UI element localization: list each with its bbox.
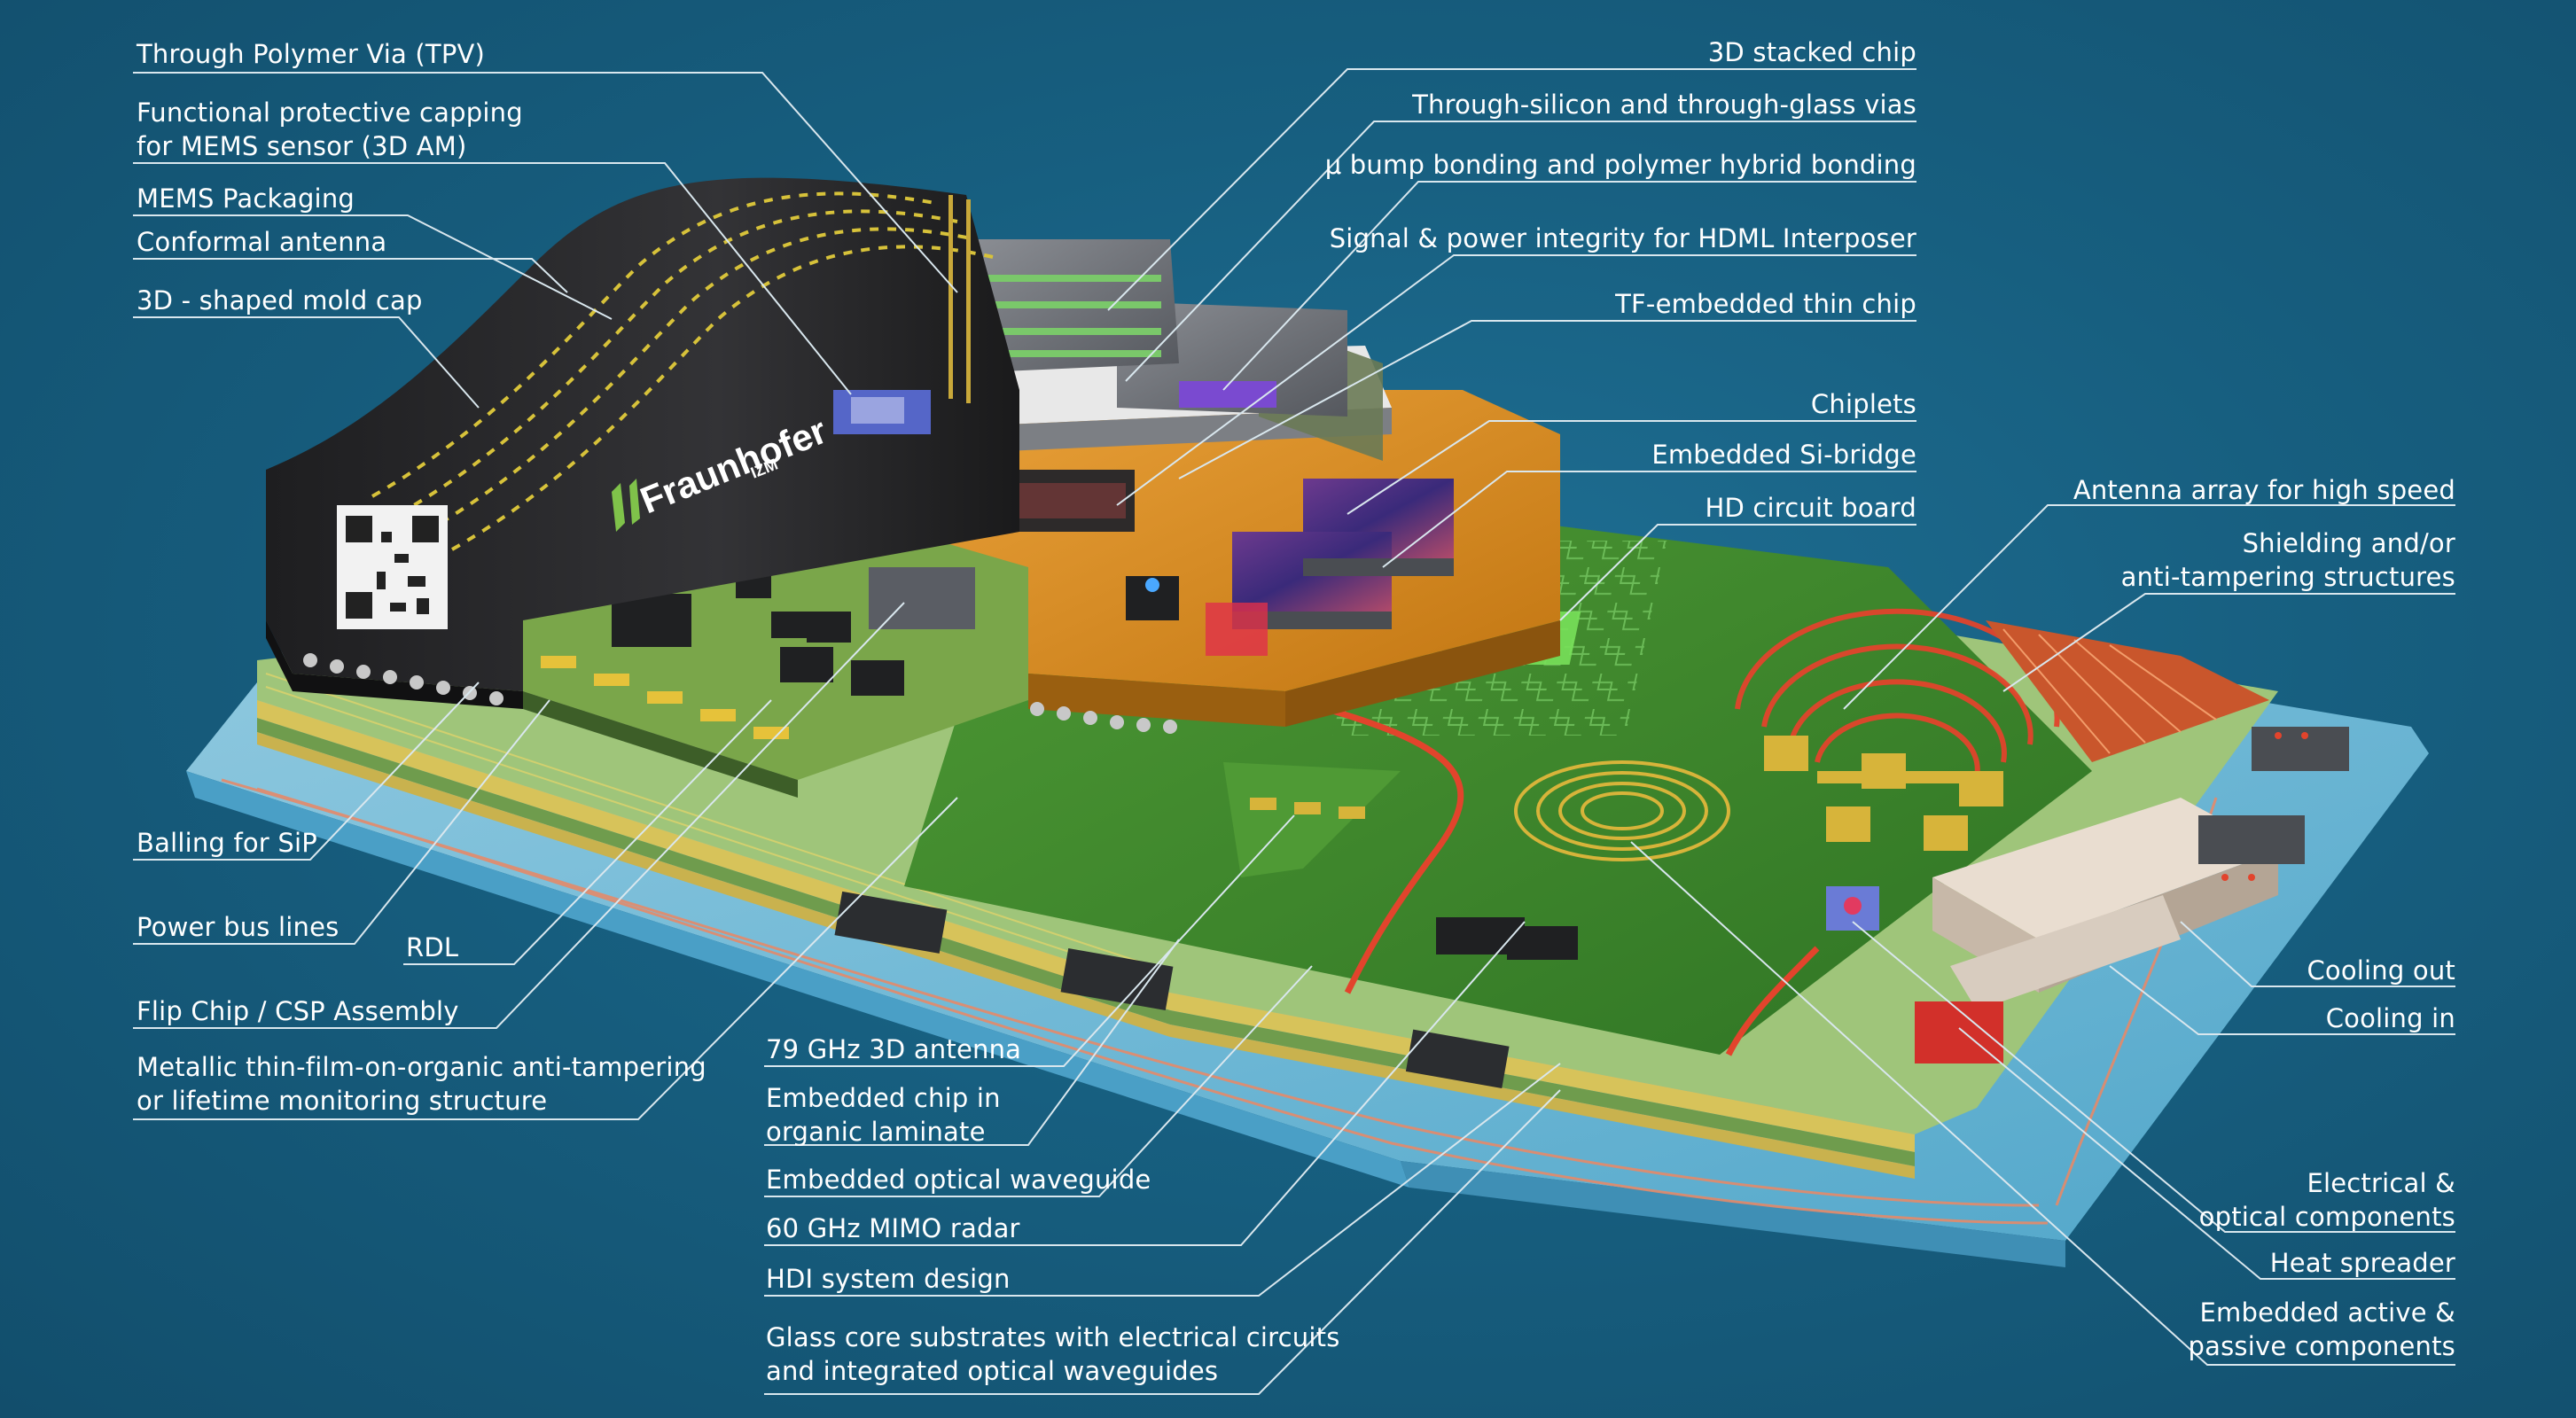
chiplets (1232, 479, 1454, 629)
label-balling: Balling for SiP (137, 828, 317, 858)
3d-stacked-chip (957, 239, 1392, 461)
label-hd-board: HD circuit board (1705, 493, 1916, 523)
fraunhofer-logo-mark (612, 479, 640, 532)
label-antenna-array: Antenna array for high speed (2073, 475, 2455, 505)
label-mems-packaging: MEMS Packaging (137, 183, 355, 214)
label-optical-waveguide: Embedded optical waveguide (766, 1165, 1151, 1195)
mold-cap: Fraunhofer IZM (266, 177, 1019, 709)
shielding-structure (1986, 620, 2269, 762)
label-3d-stacked-chip: 3D stacked chip (1707, 37, 1916, 67)
label-flip-chip: Flip Chip / CSP Assembly (137, 996, 459, 1026)
label-glass-core: Glass core substrates with electrical ci… (766, 1322, 1340, 1386)
label-cooling-out: Cooling out (2307, 955, 2455, 986)
label-tf-embedded: TF-embedded thin chip (1615, 289, 1916, 319)
label-electrical-optical: Electrical & optical components (2198, 1168, 2455, 1232)
label-heat-spreader: Heat spreader (2269, 1248, 2455, 1278)
label-tsv-tgv: Through-silicon and through-glass vias (1412, 90, 1916, 120)
label-mold-cap: 3D - shaped mold cap (137, 285, 423, 316)
label-mems-capping: Functional protective capping for MEMS s… (137, 97, 523, 161)
qr-code (337, 505, 448, 629)
label-embedded-chip: Embedded chip in organic laminate (766, 1083, 1001, 1147)
label-chiplets: Chiplets (1810, 389, 1916, 419)
label-79ghz-antenna: 79 GHz 3D antenna (766, 1034, 1022, 1064)
label-power-bus: Power bus lines (137, 912, 340, 942)
label-tpv: Through Polymer Via (TPV) (137, 39, 486, 69)
label-hdi: HDI system design (766, 1264, 1011, 1294)
label-bump-bonding: μ bump bonding and polymer hybrid bondin… (1324, 150, 1916, 180)
label-shielding: Shielding and/or anti-tampering structur… (2120, 528, 2455, 592)
solder-balls (303, 653, 1177, 734)
label-si-bridge: Embedded Si-bridge (1651, 440, 1916, 470)
label-signal-power: Signal & power integrity for HDML Interp… (1329, 223, 1916, 253)
label-conformal-antenna: Conformal antenna (137, 227, 387, 257)
heat-spreader-block (1932, 727, 2349, 1010)
label-thin-film: Metallic thin-film-on-organic anti-tampe… (137, 1052, 706, 1116)
leader-lines (133, 68, 2455, 1395)
label-cooling-in: Cooling in (2325, 1003, 2455, 1033)
embedded-components (834, 762, 2003, 1088)
label-rdl: RDL (406, 932, 459, 962)
label-mimo-radar: 60 GHz MIMO radar (766, 1213, 1020, 1243)
label-embedded-active-passive: Embedded active & passive components (2188, 1297, 2455, 1361)
